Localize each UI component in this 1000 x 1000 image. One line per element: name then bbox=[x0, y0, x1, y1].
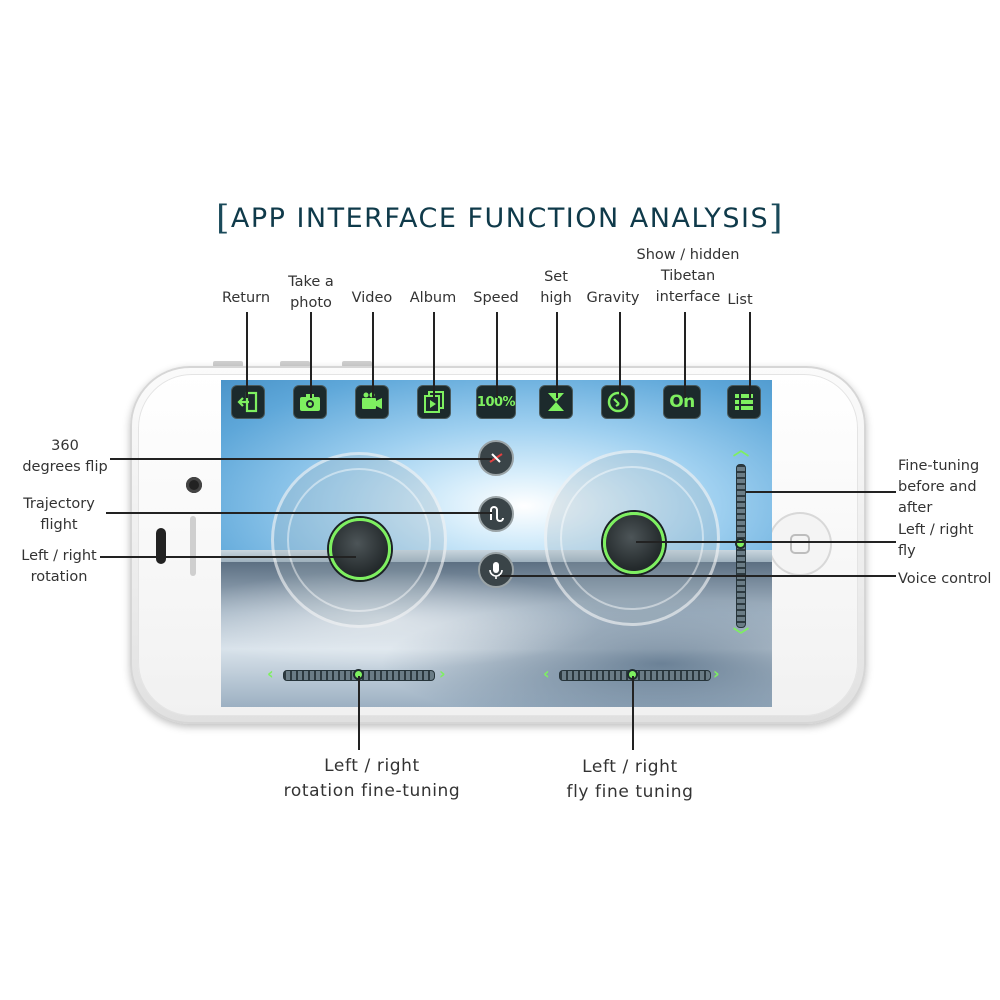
leader-take-photo bbox=[310, 312, 312, 398]
tibetan-toggle-button[interactable]: On bbox=[663, 385, 701, 419]
speed-value: 100% bbox=[476, 394, 516, 410]
label-fly-fine-tuning: Left / right fly fine tuning bbox=[530, 755, 730, 805]
fly-trim-right-arrow[interactable]: › bbox=[713, 664, 720, 683]
title-open-bracket: [ bbox=[216, 198, 231, 238]
leader-rotation bbox=[100, 556, 356, 558]
speaker-grille bbox=[156, 528, 166, 564]
label-rotation-fine-tuning: Left / right rotation fine-tuning bbox=[262, 754, 482, 804]
label-tibetan-interface: Show / hidden Tibetan interface bbox=[628, 245, 748, 308]
gravity-button[interactable] bbox=[601, 385, 635, 419]
phone-volume-up bbox=[280, 361, 310, 367]
label-finetune-line1: Fine-tuning bbox=[898, 458, 980, 474]
label-fly-fine-line1: Left / right bbox=[582, 757, 678, 777]
trajectory-icon bbox=[490, 506, 504, 522]
label-rotation-line1: Left / right bbox=[21, 548, 97, 564]
microphone-icon bbox=[489, 562, 503, 579]
hourglass-icon bbox=[548, 393, 564, 411]
label-flip-line2: degrees flip bbox=[22, 459, 108, 475]
label-set-high: Set high bbox=[528, 267, 584, 309]
label-fine-tuning: Fine-tuning before and after bbox=[898, 456, 998, 519]
label-left-right-fly: Left / right fly bbox=[898, 520, 998, 562]
right-joystick-stick[interactable] bbox=[603, 512, 665, 574]
leader-set-high bbox=[556, 312, 558, 398]
label-take-photo-line2: photo bbox=[290, 295, 332, 311]
leader-speed bbox=[496, 312, 498, 398]
home-button[interactable] bbox=[768, 512, 832, 576]
title-close-bracket: ] bbox=[769, 198, 784, 238]
proximity-sensor bbox=[190, 516, 196, 576]
phone-power-button bbox=[213, 361, 243, 367]
label-360-flip: 360 degrees flip bbox=[10, 436, 120, 478]
label-video: Video bbox=[351, 290, 393, 306]
label-rot-fine-line2: rotation fine-tuning bbox=[283, 781, 461, 801]
list-icon bbox=[735, 394, 753, 410]
trajectory-button[interactable] bbox=[478, 496, 514, 532]
leader-gravity bbox=[619, 312, 621, 398]
label-flip-line1: 360 bbox=[51, 438, 79, 454]
leader-voice-control bbox=[500, 575, 896, 577]
leader-list bbox=[749, 312, 751, 398]
gravity-icon bbox=[607, 391, 629, 413]
label-take-photo: Take a photo bbox=[276, 272, 346, 314]
label-finetune-line2: before and bbox=[898, 479, 977, 495]
title-text: APP INTERFACE FUNCTION ANALYSIS bbox=[230, 203, 770, 234]
leader-fine-tuning bbox=[746, 491, 896, 493]
left-joystick-stick[interactable] bbox=[329, 518, 391, 580]
label-voice-control: Voice control bbox=[898, 571, 992, 587]
leader-return bbox=[246, 312, 248, 398]
label-tibetan-line2: Tibetan bbox=[660, 268, 716, 284]
label-finetune-line3: after bbox=[898, 500, 933, 516]
label-set-high-line1: Set bbox=[544, 269, 568, 285]
rotation-trim-left-arrow[interactable]: ‹ bbox=[267, 664, 274, 683]
leader-trajectory bbox=[106, 512, 492, 514]
label-trajectory-line2: flight bbox=[40, 517, 78, 533]
vertical-trim-down-arrow[interactable]: ﹀ bbox=[733, 626, 750, 645]
tibetan-toggle-value: On bbox=[669, 392, 695, 412]
rotation-trim-right-arrow[interactable]: › bbox=[439, 664, 446, 683]
label-rot-fine-line1: Left / right bbox=[324, 756, 420, 776]
album-icon bbox=[424, 391, 444, 413]
leader-360-flip bbox=[110, 458, 492, 460]
label-trajectory-line1: Trajectory bbox=[23, 496, 95, 512]
label-left-right-rotation: Left / right rotation bbox=[4, 546, 114, 588]
label-speed: Speed bbox=[473, 290, 519, 306]
label-album: Album bbox=[409, 290, 457, 306]
list-button[interactable] bbox=[727, 385, 761, 419]
label-rotation-line2: rotation bbox=[30, 569, 88, 585]
label-fly-fine-line2: fly fine tuning bbox=[566, 782, 694, 802]
voice-button[interactable] bbox=[478, 552, 514, 588]
left-joystick-ring bbox=[287, 468, 431, 612]
label-fly-line2: fly bbox=[898, 543, 916, 559]
label-list: List bbox=[727, 292, 753, 308]
app-screen: 100% On ︿ ﹀ ‹ › ‹ › bbox=[221, 380, 772, 707]
right-joystick-ring bbox=[560, 466, 704, 610]
leader-left-right-fly bbox=[636, 541, 896, 543]
leader-tibetan bbox=[684, 312, 686, 398]
leader-rotation-fine bbox=[358, 676, 360, 750]
leader-video bbox=[372, 312, 374, 398]
label-tibetan-line1: Show / hidden bbox=[636, 247, 740, 263]
vertical-trim-up-arrow[interactable]: ︿ bbox=[733, 440, 750, 459]
leader-fly-fine bbox=[632, 676, 634, 750]
video-icon bbox=[362, 392, 382, 409]
label-gravity: Gravity bbox=[586, 290, 640, 306]
label-tibetan-line3: interface bbox=[655, 289, 721, 305]
vertical-trim-knob[interactable] bbox=[735, 538, 746, 549]
fly-trim-left-arrow[interactable]: ‹ bbox=[543, 664, 550, 683]
front-camera bbox=[186, 477, 202, 493]
label-fly-line1: Left / right bbox=[898, 522, 974, 538]
diagram-title: [APP INTERFACE FUNCTION ANALYSIS] bbox=[0, 198, 1000, 238]
flip-icon bbox=[489, 453, 503, 463]
phone-volume-down bbox=[342, 361, 372, 367]
return-icon bbox=[237, 391, 258, 413]
leader-album bbox=[433, 312, 435, 398]
label-trajectory-flight: Trajectory flight bbox=[4, 494, 114, 536]
label-set-high-line2: high bbox=[540, 290, 572, 306]
label-take-photo-line1: Take a bbox=[288, 274, 334, 290]
label-return: Return bbox=[221, 290, 271, 306]
return-button[interactable] bbox=[231, 385, 265, 419]
